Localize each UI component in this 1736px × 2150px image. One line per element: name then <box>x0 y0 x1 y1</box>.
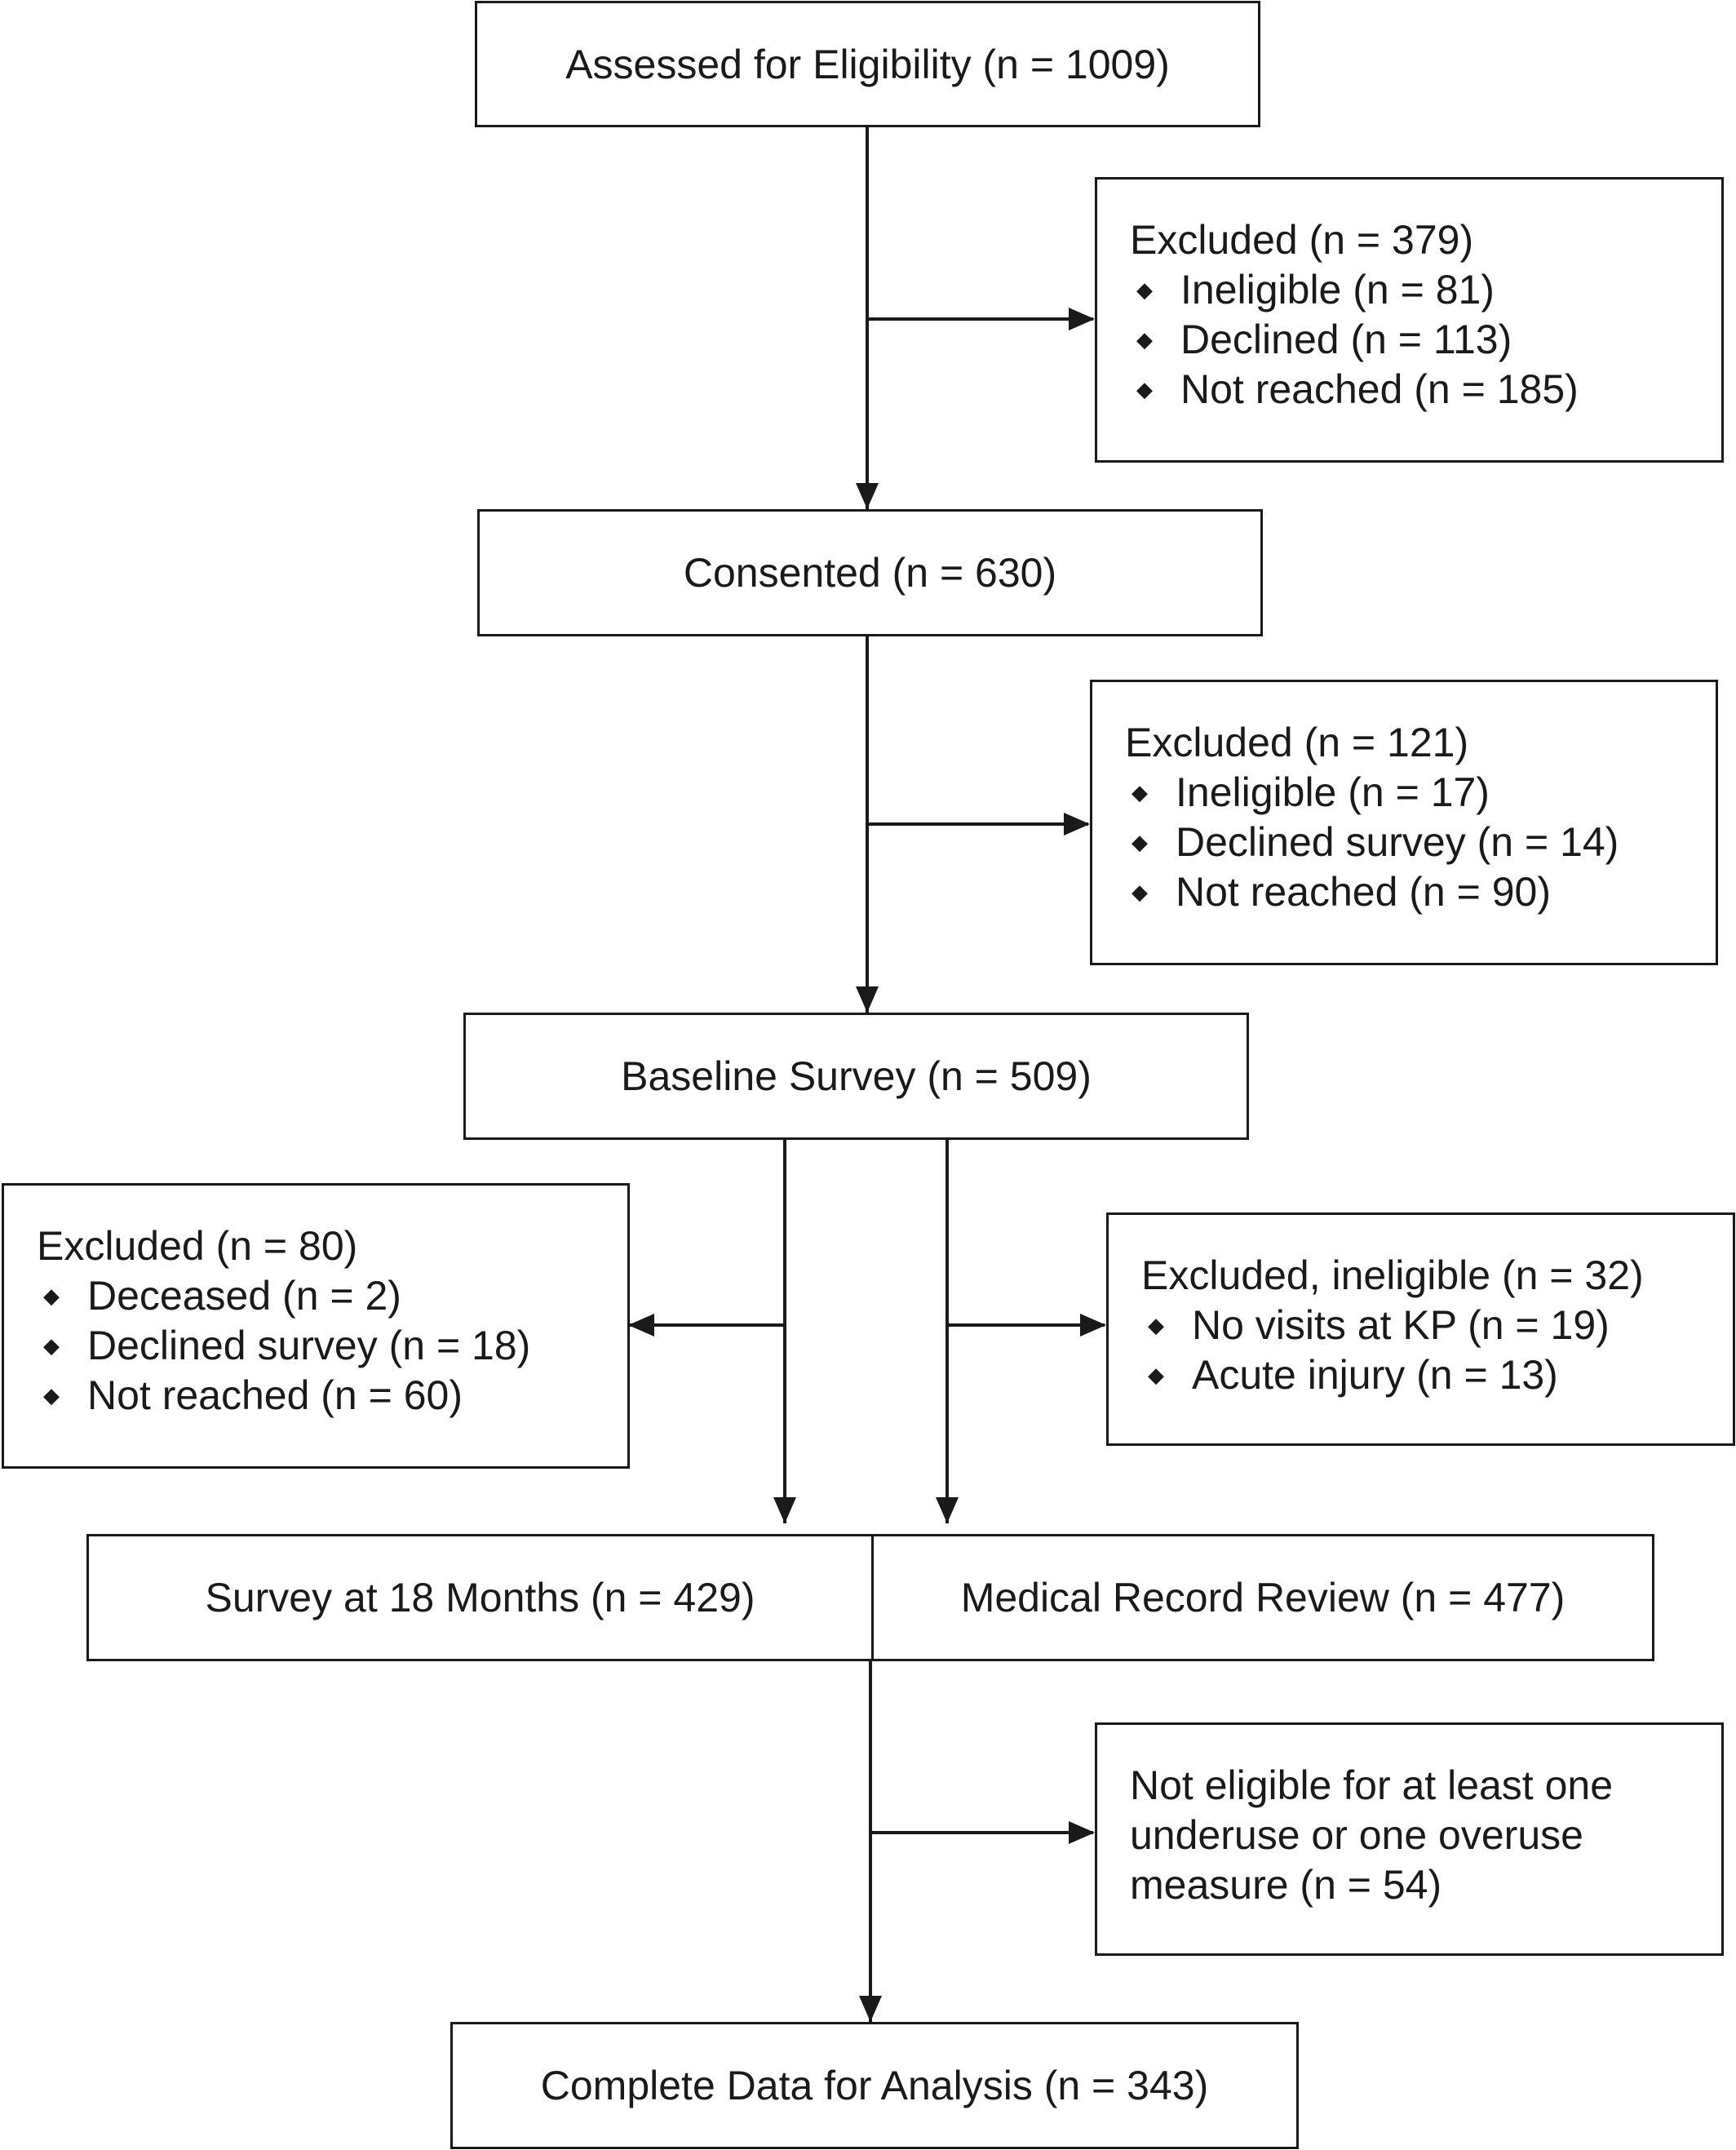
diamond-bullet-icon: ◆ <box>43 1283 60 1308</box>
excluded-box-1: Excluded (n = 379) ◆Ineligible (n = 81) … <box>1095 177 1724 463</box>
diamond-bullet-icon: ◆ <box>1132 830 1148 854</box>
followup-divider <box>871 1536 874 1659</box>
excluded-2-title: Excluded (n = 121) <box>1125 720 1469 765</box>
list-item: ◆Declined survey (n = 18) <box>37 1321 627 1371</box>
arrowhead-excluded-1 <box>1069 308 1095 330</box>
diamond-bullet-icon: ◆ <box>1136 377 1153 401</box>
excluded-4-list: ◆No visits at KP (n = 19) ◆Acute injury … <box>1141 1301 1733 1400</box>
list-item: ◆Declined (n = 113) <box>1130 315 1721 365</box>
diamond-bullet-icon: ◆ <box>1132 780 1148 805</box>
medical-review-label: Medical Record Review (n = 477) <box>960 1575 1566 1620</box>
complete-label: Complete Data for Analysis (n = 343) <box>540 2063 1209 2108</box>
list-item: ◆Ineligible (n = 81) <box>1130 265 1721 315</box>
consented-box: Consented (n = 630) <box>477 509 1263 636</box>
arrowhead-excluded-4 <box>1080 1314 1106 1337</box>
followup-box: Survey at 18 Months (n = 429) Medical Re… <box>86 1534 1654 1661</box>
diamond-bullet-icon: ◆ <box>43 1333 60 1358</box>
excluded-4-title: Excluded, ineligible (n = 32) <box>1141 1252 1644 1298</box>
survey-18-label: Survey at 18 Months (n = 429) <box>205 1575 755 1620</box>
list-item: ◆Declined survey (n = 14) <box>1125 818 1716 867</box>
list-item: ◆Not reached (n = 185) <box>1130 365 1721 414</box>
diamond-bullet-icon: ◆ <box>1136 277 1153 302</box>
diamond-bullet-icon: ◆ <box>43 1383 60 1407</box>
arrowhead-not-eligible <box>1069 1821 1095 1844</box>
excluded-box-2: Excluded (n = 121) ◆Ineligible (n = 17) … <box>1090 680 1718 965</box>
complete-box: Complete Data for Analysis (n = 343) <box>450 2022 1299 2149</box>
list-item: ◆Acute injury (n = 13) <box>1141 1350 1733 1400</box>
arrowhead-survey18 <box>773 1497 796 1523</box>
arrowhead-excluded-2 <box>1064 813 1090 836</box>
excluded-2-list: ◆Ineligible (n = 17) ◆Declined survey (n… <box>1125 768 1716 917</box>
arrowhead-medical <box>936 1497 959 1523</box>
survey-18-cell: Survey at 18 Months (n = 429) <box>89 1536 871 1659</box>
diamond-bullet-icon: ◆ <box>1148 1313 1164 1337</box>
arrowhead-consented <box>856 483 879 509</box>
arrowhead-excluded-3 <box>628 1314 654 1337</box>
list-item: ◆Not reached (n = 90) <box>1125 867 1716 917</box>
list-item: ◆Not reached (n = 60) <box>37 1371 627 1421</box>
excluded-3-list: ◆Deceased (n = 2) ◆Declined survey (n = … <box>37 1271 627 1421</box>
excluded-3-title: Excluded (n = 80) <box>37 1223 358 1269</box>
list-item: ◆No visits at KP (n = 19) <box>1141 1301 1733 1350</box>
assessed-box: Assessed for Eligibility (n = 1009) <box>475 1 1260 127</box>
excluded-1-list: ◆Ineligible (n = 81) ◆Declined (n = 113)… <box>1130 265 1721 414</box>
baseline-box: Baseline Survey (n = 509) <box>463 1013 1249 1140</box>
excluded-box-4: Excluded, ineligible (n = 32) ◆No visits… <box>1106 1212 1735 1446</box>
diamond-bullet-icon: ◆ <box>1148 1363 1164 1387</box>
excluded-1-title: Excluded (n = 379) <box>1130 217 1474 263</box>
list-item: ◆Deceased (n = 2) <box>37 1271 627 1321</box>
medical-review-cell: Medical Record Review (n = 477) <box>874 1536 1652 1659</box>
baseline-label: Baseline Survey (n = 509) <box>621 1053 1092 1099</box>
not-eligible-text: Not eligible for at least one underuse o… <box>1130 1762 1614 1908</box>
diamond-bullet-icon: ◆ <box>1136 327 1153 352</box>
not-eligible-box: Not eligible for at least one underuse o… <box>1095 1722 1724 1956</box>
assessed-label: Assessed for Eligibility (n = 1009) <box>565 41 1170 87</box>
consented-label: Consented (n = 630) <box>683 550 1057 596</box>
arrowhead-complete <box>859 1996 882 2022</box>
excluded-box-3: Excluded (n = 80) ◆Deceased (n = 2) ◆Dec… <box>2 1183 630 1469</box>
arrowhead-baseline <box>856 986 879 1013</box>
diamond-bullet-icon: ◆ <box>1132 880 1148 904</box>
list-item: ◆Ineligible (n = 17) <box>1125 768 1716 818</box>
